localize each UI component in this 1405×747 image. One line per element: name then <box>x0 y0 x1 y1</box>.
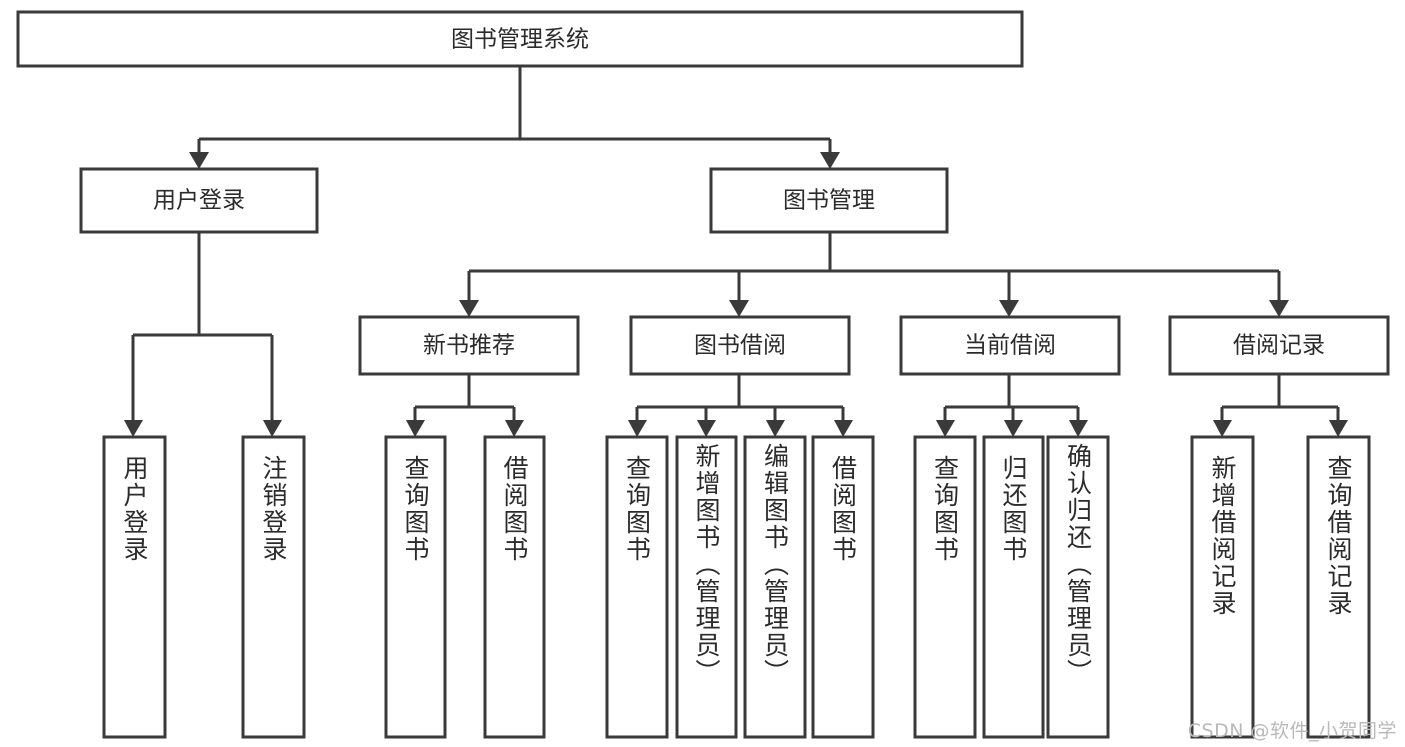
leaf-box-current-borrow-1[interactable] <box>913 435 977 739</box>
connector-group-book-management <box>459 232 1289 317</box>
node-label-user-login: 用户登录 <box>153 188 245 214</box>
arrowhead-to-borrow-record <box>1269 300 1289 317</box>
connector-group-current-borrow <box>936 374 1088 437</box>
node-user-login[interactable]: 用户登录 <box>79 167 319 234</box>
node-book-borrow[interactable]: 图书借阅 <box>629 315 851 376</box>
arrowhead-to-user-login <box>189 152 209 169</box>
node-label-current-borrow: 当前借阅 <box>964 333 1056 359</box>
arrowhead-to-current-borrow <box>999 300 1019 317</box>
arrowhead-borrow-leaf-4 <box>834 420 853 437</box>
node-box-book-management[interactable] <box>709 167 949 234</box>
connector-group-borrow-record <box>1213 374 1348 437</box>
connector-group-new-book-recommend <box>406 374 524 437</box>
node-box-user-login[interactable] <box>79 167 319 234</box>
arrowhead-to-book-management <box>820 152 840 169</box>
node-label-root: 图书管理系统 <box>451 27 589 53</box>
node-book-management[interactable]: 图书管理 <box>709 167 949 234</box>
leaf-boxes-user-login <box>102 435 306 739</box>
leaf-box-book-borrow-2[interactable] <box>675 435 738 739</box>
arrowhead-current-leaf-3 <box>1069 420 1088 437</box>
leaf-box-user-login-1[interactable] <box>102 435 167 739</box>
arrowhead-borrow-leaf-3 <box>766 420 785 437</box>
node-borrow-record[interactable]: 借阅记录 <box>1168 315 1390 376</box>
node-new-book-recommend[interactable]: 新书推荐 <box>358 315 580 376</box>
leaf-box-new-book-2[interactable] <box>483 435 546 739</box>
arrowhead-newbook-leaf-2 <box>505 420 524 437</box>
leaf-box-book-borrow-4[interactable] <box>811 435 875 739</box>
node-label-book-management: 图书管理 <box>783 188 875 214</box>
node-label-borrow-record: 借阅记录 <box>1233 333 1325 359</box>
arrowhead-borrow-leaf-2 <box>697 420 716 437</box>
arrowhead-to-new-book-recommend <box>459 300 479 317</box>
connector-group-root <box>189 66 840 169</box>
leaf-box-borrow-record-2[interactable] <box>1306 435 1371 739</box>
node-current-borrow[interactable]: 当前借阅 <box>899 315 1121 376</box>
leaf-boxes-borrow-record <box>1190 435 1371 739</box>
arrowhead-borrow-leaf-1 <box>628 420 647 437</box>
node-root[interactable]: 图书管理系统 <box>16 10 1024 68</box>
connector-group-user-login <box>124 232 282 437</box>
node-box-current-borrow[interactable] <box>899 315 1121 376</box>
node-label-book-borrow: 图书借阅 <box>694 333 786 359</box>
arrowhead-current-leaf-1 <box>936 420 955 437</box>
leaf-box-new-book-1[interactable] <box>384 435 447 739</box>
leaf-boxes-book-borrow <box>605 435 875 739</box>
arrowhead-user-leaf-2 <box>263 420 282 437</box>
leaf-box-current-borrow-3[interactable] <box>1046 435 1110 739</box>
node-box-new-book-recommend[interactable] <box>358 315 580 376</box>
leaf-box-current-borrow-2[interactable] <box>982 435 1045 739</box>
arrowhead-record-leaf-1 <box>1213 420 1232 437</box>
leaf-box-borrow-record-1[interactable] <box>1190 435 1255 739</box>
leaf-boxes-new-book-recommend <box>384 435 546 739</box>
leaf-box-book-borrow-1[interactable] <box>605 435 669 739</box>
arrowhead-record-leaf-2 <box>1329 420 1348 437</box>
connector-group-book-borrow <box>628 374 853 437</box>
arrowhead-user-leaf-1 <box>124 420 143 437</box>
leaf-box-book-borrow-3[interactable] <box>743 435 807 739</box>
arrowhead-current-leaf-2 <box>1004 420 1023 437</box>
watermark-text: CSDN @软件_小贺同学 <box>1187 720 1397 742</box>
leaf-box-user-login-2[interactable] <box>241 435 306 739</box>
node-label-new-book-recommend: 新书推荐 <box>423 333 515 359</box>
arrowhead-to-book-borrow <box>729 300 749 317</box>
arrowhead-newbook-leaf-1 <box>406 420 425 437</box>
node-box-book-borrow[interactable] <box>629 315 851 376</box>
node-box-root[interactable] <box>16 10 1024 68</box>
leaf-boxes-current-borrow <box>913 435 1110 739</box>
node-box-borrow-record[interactable] <box>1168 315 1390 376</box>
